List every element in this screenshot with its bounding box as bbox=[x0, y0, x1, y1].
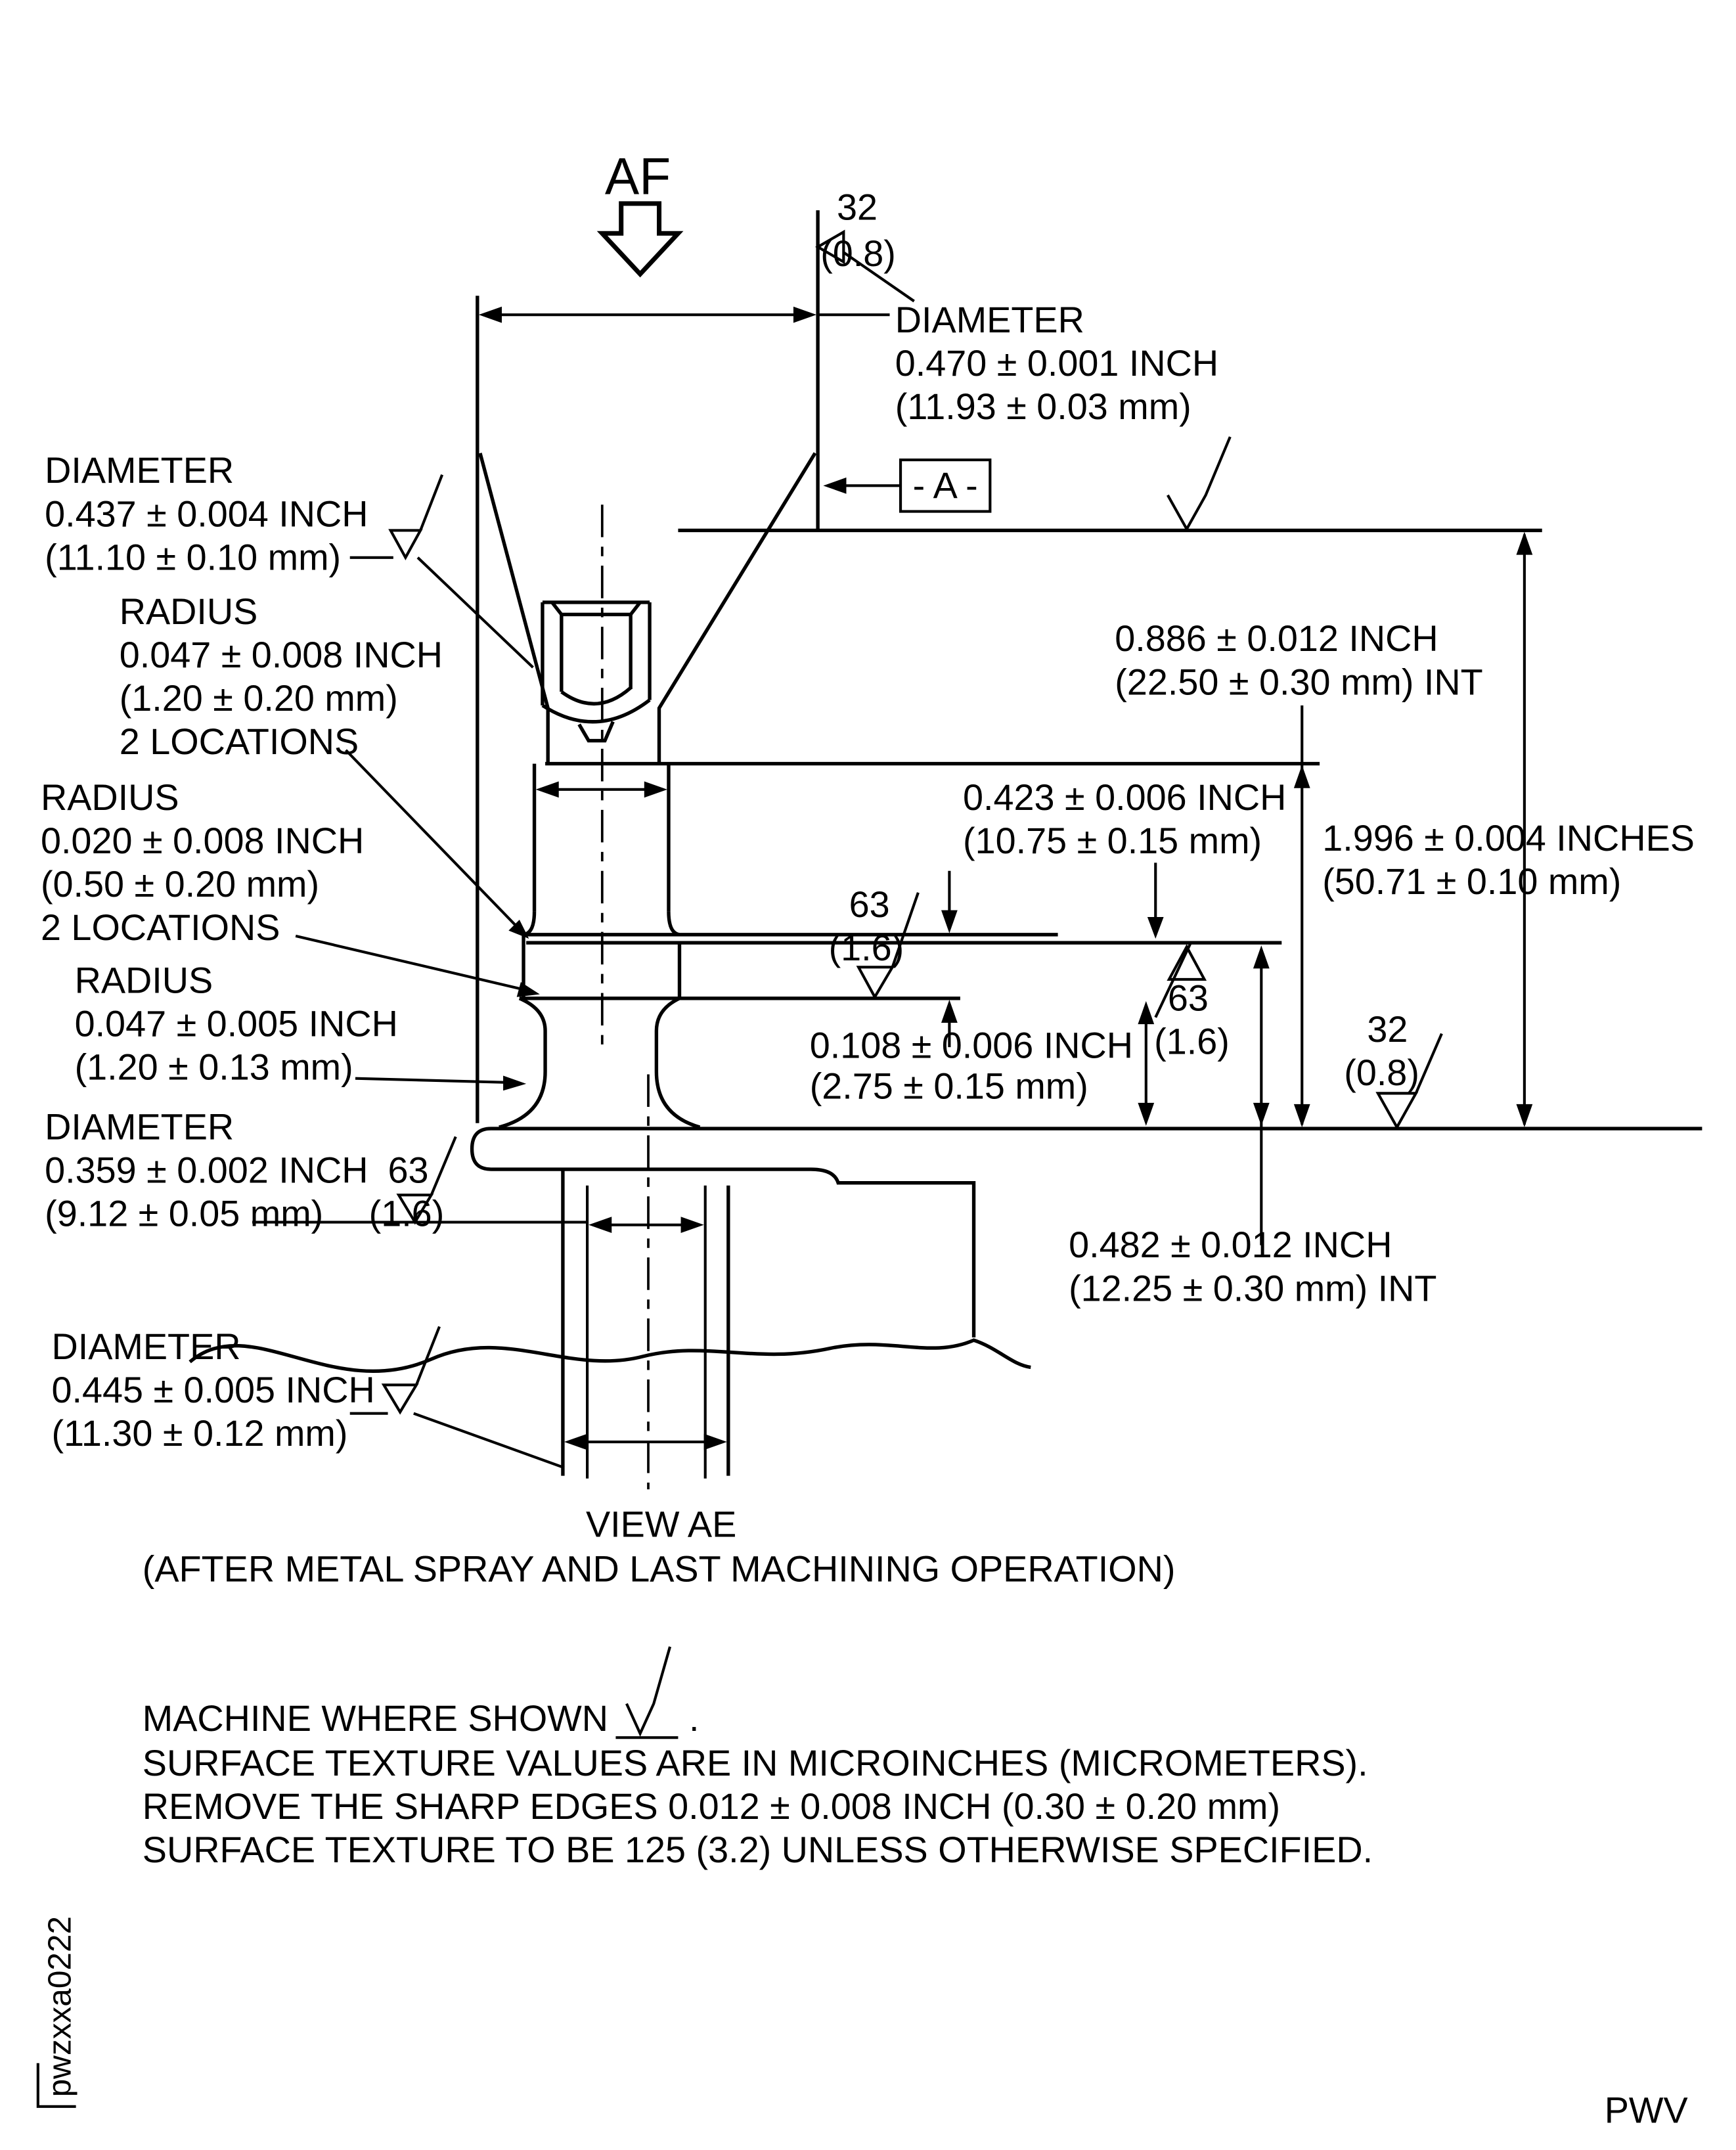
svg-text:0.047 ± 0.008 INCH: 0.047 ± 0.008 INCH bbox=[120, 635, 443, 675]
svg-text:2 LOCATIONS: 2 LOCATIONS bbox=[120, 721, 359, 762]
label-radius-b: RADIUS bbox=[41, 777, 179, 818]
svg-text:0.445 ± 0.005 INCH: 0.445 ± 0.005 INCH bbox=[51, 1370, 374, 1410]
note-machine: MACHINE WHERE SHOWN bbox=[143, 1698, 608, 1739]
dim-groove-63 bbox=[1138, 1000, 1155, 1126]
view-title: VIEW AE bbox=[586, 1504, 736, 1545]
finish-top-value: 32 bbox=[837, 187, 878, 228]
note-surface-units: SURFACE TEXTURE VALUES ARE IN MICROINCHE… bbox=[143, 1743, 1368, 1783]
svg-text:(11.30 ± 0.12 mm): (11.30 ± 0.12 mm) bbox=[51, 1413, 347, 1454]
label-dia-0470: DIAMETER bbox=[895, 300, 1084, 340]
note-remove-edges: REMOVE THE SHARP EDGES 0.012 ± 0.008 INC… bbox=[143, 1786, 1280, 1827]
finish-right32-value: 32 bbox=[1367, 1009, 1408, 1050]
surface-finish-icon-topface bbox=[1167, 436, 1232, 532]
surface-finish-icon-note bbox=[615, 1646, 679, 1739]
leader-dia-0445 bbox=[349, 1326, 565, 1469]
svg-text:0.437 ± 0.004 INCH: 0.437 ± 0.004 INCH bbox=[45, 493, 368, 534]
leader-radius-a bbox=[345, 749, 529, 939]
svg-text:(9.12 ± 0.05 mm): (9.12 ± 0.05 mm) bbox=[45, 1194, 323, 1234]
leader-dia-0437 bbox=[349, 474, 534, 669]
part-outline bbox=[189, 210, 1703, 1479]
surface-finish-icon-groove bbox=[396, 1136, 457, 1225]
label-dia-0359: DIAMETER bbox=[45, 1107, 234, 1148]
finish-collar-value: 63 bbox=[849, 884, 890, 925]
finish-right32-metric: (0.8) bbox=[1344, 1052, 1419, 1093]
label-radius-a: RADIUS bbox=[120, 591, 258, 632]
svg-text:0.359 ± 0.002 INCH: 0.359 ± 0.002 INCH bbox=[45, 1150, 368, 1191]
break-line bbox=[189, 1338, 1031, 1373]
datum-a-label: - A - bbox=[913, 465, 978, 506]
finish-right63-value: 63 bbox=[1168, 977, 1209, 1018]
surface-finish-icon-right32 bbox=[1375, 1033, 1443, 1131]
svg-text:(10.75 ± 0.15 mm): (10.75 ± 0.15 mm) bbox=[963, 820, 1262, 861]
label-radius-c: RADIUS bbox=[75, 960, 213, 1001]
svg-text:(11.10 ± 0.10 mm): (11.10 ± 0.10 mm) bbox=[45, 537, 341, 577]
dim-dia-0470 bbox=[478, 306, 890, 323]
svg-text:(12.25 ± 0.30 mm) INT: (12.25 ± 0.30 mm) INT bbox=[1069, 1268, 1436, 1309]
svg-text:0.047 ± 0.005 INCH: 0.047 ± 0.005 INCH bbox=[75, 1004, 398, 1044]
svg-text:(11.93 ± 0.03 mm): (11.93 ± 0.03 mm) bbox=[895, 386, 1191, 427]
doc-code: pwzxxa0222 bbox=[41, 1916, 78, 2097]
svg-text:0.020 ± 0.008 INCH: 0.020 ± 0.008 INCH bbox=[41, 820, 364, 861]
surface-finish-icon-top bbox=[814, 229, 915, 303]
dim-0482 bbox=[1253, 945, 1270, 1245]
dim-0108 bbox=[941, 870, 958, 1048]
datum-a bbox=[823, 459, 992, 513]
page-code: PWV bbox=[1605, 2090, 1688, 2131]
finish-groove-value: 63 bbox=[388, 1150, 429, 1191]
finish-right63-metric: (1.6) bbox=[1154, 1021, 1230, 1062]
label-0886: 0.886 ± 0.012 INCH bbox=[1115, 618, 1438, 659]
label-dia-0423: 0.423 ± 0.006 INCH bbox=[963, 777, 1286, 818]
svg-text:(1.20 ± 0.13 mm): (1.20 ± 0.13 mm) bbox=[75, 1047, 353, 1088]
svg-text:(1.20 ± 0.20 mm): (1.20 ± 0.20 mm) bbox=[120, 678, 398, 719]
dim-1996 bbox=[1516, 531, 1533, 1127]
svg-text:0.470 ± 0.001 INCH: 0.470 ± 0.001 INCH bbox=[895, 343, 1218, 384]
leader-radius-c bbox=[355, 1075, 527, 1091]
dim-dia-0445-arrow bbox=[564, 1433, 727, 1450]
surface-finish-icon-right63 bbox=[1154, 942, 1207, 1018]
surface-finish-icon-collar bbox=[856, 892, 920, 1000]
dim-dia-0423-arrow bbox=[535, 781, 1164, 939]
view-subtitle: (AFTER METAL SPRAY AND LAST MACHINING OP… bbox=[143, 1549, 1176, 1590]
af-view-label: AF bbox=[605, 147, 671, 205]
svg-text:(2.75 ± 0.15 mm): (2.75 ± 0.15 mm) bbox=[810, 1066, 1088, 1107]
socket-feature bbox=[541, 600, 652, 743]
svg-text:(0.50 ± 0.20 mm): (0.50 ± 0.20 mm) bbox=[41, 864, 319, 905]
svg-text:(22.50 ± 0.30 mm) INT: (22.50 ± 0.30 mm) INT bbox=[1115, 661, 1482, 702]
label-dia-0445: DIAMETER bbox=[51, 1326, 240, 1367]
dim-dia-0359-arrow bbox=[589, 1217, 704, 1234]
finish-top-metric: (0.8) bbox=[820, 233, 896, 274]
doc-code-bracket bbox=[36, 2063, 76, 2108]
svg-text:(50.71 ± 0.10 mm): (50.71 ± 0.10 mm) bbox=[1322, 861, 1621, 902]
af-view-arrow-icon bbox=[596, 201, 684, 278]
label-1996: 1.996 ± 0.004 INCHES bbox=[1322, 818, 1695, 859]
centerline bbox=[600, 504, 650, 1490]
finish-collar-metric: (1.6) bbox=[829, 928, 904, 968]
label-0482: 0.482 ± 0.012 INCH bbox=[1069, 1224, 1392, 1265]
label-0108: 0.108 ± 0.006 INCH bbox=[810, 1025, 1133, 1066]
dim-0886 bbox=[1293, 705, 1310, 1127]
finish-groove-metric: (1.6) bbox=[369, 1194, 445, 1234]
svg-text:2 LOCATIONS: 2 LOCATIONS bbox=[41, 907, 280, 948]
label-dia-0437: DIAMETER bbox=[45, 450, 234, 491]
note-default-texture: SURFACE TEXTURE TO BE 125 (3.2) UNLESS O… bbox=[143, 1829, 1373, 1870]
leader-radius-b bbox=[295, 934, 540, 997]
note-machine-period: . bbox=[689, 1698, 699, 1739]
